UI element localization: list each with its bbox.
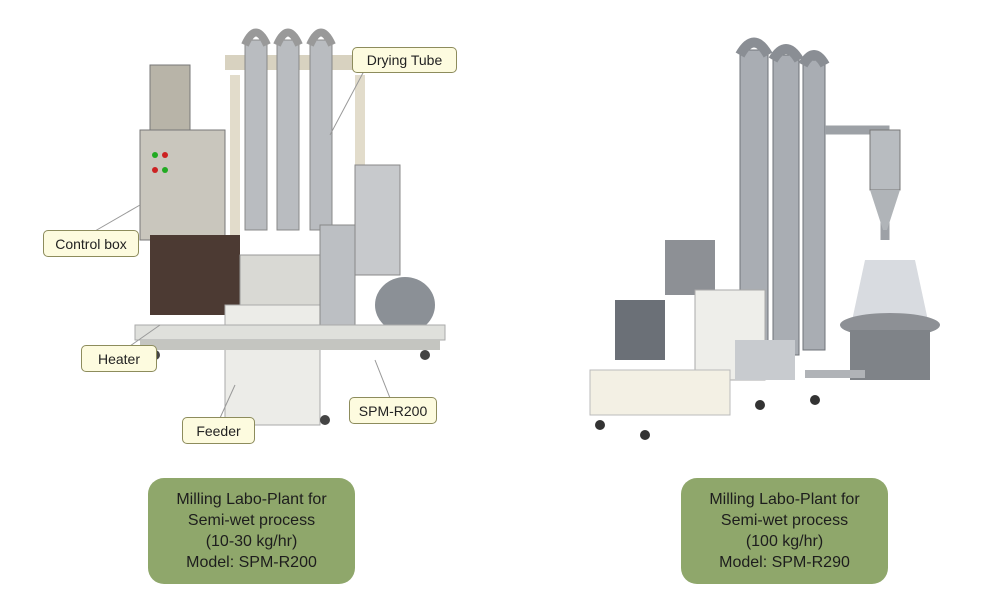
caption-line: Semi-wet process (720, 512, 849, 529)
spm-r290-plant-image (589, 37, 940, 440)
caption-line: Milling Labo-Plant for (709, 491, 860, 508)
caption-model: Model: SPM-R200 (186, 554, 317, 571)
right-plant-caption: Milling Labo-Plant for Semi-wet process … (681, 478, 888, 584)
caption-model: Model: SPM-R290 (719, 554, 850, 571)
caption-capacity: (10-30 kg/hr) (205, 533, 298, 550)
callout-feeder: Feeder (182, 417, 255, 444)
spm-r200-plant-image (134, 28, 446, 426)
caption-line: Milling Labo-Plant for (176, 491, 327, 508)
left-plant-caption: Milling Labo-Plant for Semi-wet process … (148, 478, 355, 584)
callout-control-box: Control box (43, 230, 139, 257)
callout-heater: Heater (81, 345, 157, 372)
callout-spm-r200: SPM-R200 (349, 397, 437, 424)
caption-capacity: (100 kg/hr) (745, 533, 824, 550)
callout-drying-tube: Drying Tube (352, 47, 457, 73)
caption-line: Semi-wet process (187, 512, 316, 529)
